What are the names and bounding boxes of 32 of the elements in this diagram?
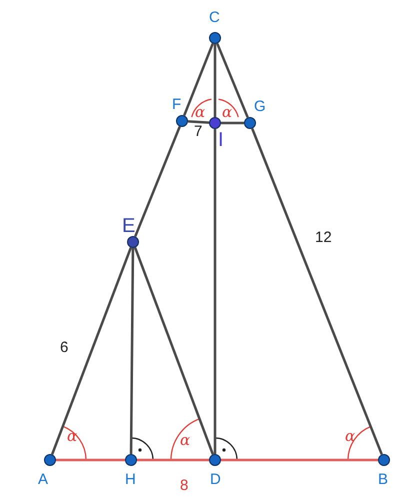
point-label: E xyxy=(122,216,136,237)
point-label: C xyxy=(209,10,220,26)
line-segment xyxy=(214,129,216,454)
angle-label: α xyxy=(222,104,232,120)
point-label: B xyxy=(378,472,388,488)
line-segment xyxy=(134,126,181,237)
line-segment xyxy=(251,128,383,455)
line-segment xyxy=(216,43,249,118)
point-label: I xyxy=(218,130,224,151)
point-label: H xyxy=(125,472,136,488)
angle-label: α xyxy=(195,104,206,120)
point-label: A xyxy=(38,472,48,488)
angle-label: α xyxy=(67,428,78,444)
line-segment xyxy=(183,43,214,116)
line-segment xyxy=(188,120,210,124)
angle-label: α xyxy=(345,428,356,444)
length-label: 12 xyxy=(315,230,332,246)
length-label: 6 xyxy=(60,340,68,356)
angle-label: α xyxy=(180,432,190,448)
line-segment xyxy=(214,44,216,117)
line-segment xyxy=(221,458,378,462)
line-segment xyxy=(137,458,209,462)
length-label: 8 xyxy=(180,478,188,494)
point-label: F xyxy=(172,97,182,113)
point-label: G xyxy=(254,99,266,115)
line-segment xyxy=(56,458,125,462)
line-segment xyxy=(50,247,132,455)
point-label: D xyxy=(210,472,221,488)
length-label: 7 xyxy=(194,124,202,140)
line-segment xyxy=(221,122,244,124)
line-segment xyxy=(130,248,134,454)
line-segment xyxy=(134,247,214,455)
